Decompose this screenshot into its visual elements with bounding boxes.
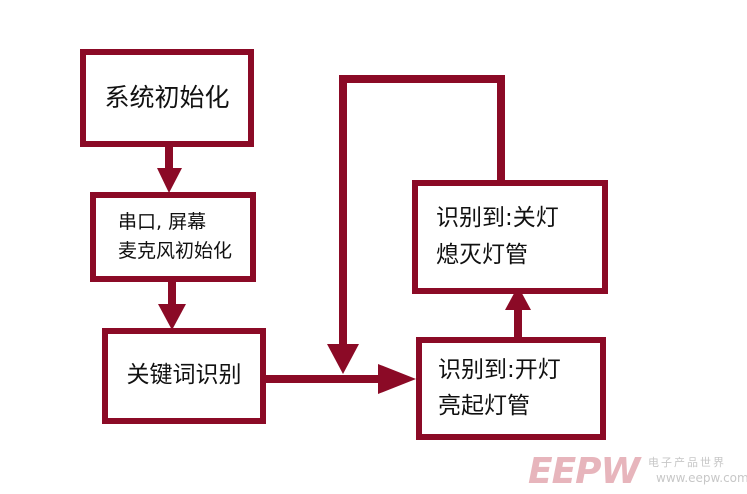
keyword-recognition-label: 关键词识别: [126, 362, 242, 389]
watermark-site-name: 电子产品世界: [648, 456, 726, 469]
light-on-label: 识别到:开灯 亮起灯管: [438, 356, 561, 419]
system-init-label: 系统初始化: [104, 82, 230, 112]
loop-back-line: [339, 75, 505, 354]
arrowhead-down-2: [158, 304, 186, 330]
system-init-box: 系统初始化: [80, 49, 254, 147]
arrowhead-loop-down: [327, 344, 359, 374]
light-on-box: 识别到:开灯 亮起灯管: [416, 337, 606, 440]
light-off-label: 识别到:关灯 熄灭灯管: [436, 205, 559, 268]
keyword-recognition-box: 关键词识别: [102, 328, 266, 424]
arrowhead-up: [505, 286, 531, 310]
arrowhead-down-1: [157, 168, 182, 193]
eepw-watermark: EEPW 电子产品世界 www.eepw.com.cn: [528, 451, 747, 492]
watermark-url: www.eepw.com.cn: [656, 471, 747, 485]
peripheral-init-box: 串口, 屏幕 麦克风初始化: [90, 192, 256, 282]
peripheral-init-label: 串口, 屏幕 麦克风初始化: [117, 210, 232, 262]
arrowhead-right: [378, 364, 416, 394]
watermark-logo: EEPW: [528, 451, 640, 492]
light-off-box: 识别到:关灯 熄灭灯管: [412, 180, 608, 294]
